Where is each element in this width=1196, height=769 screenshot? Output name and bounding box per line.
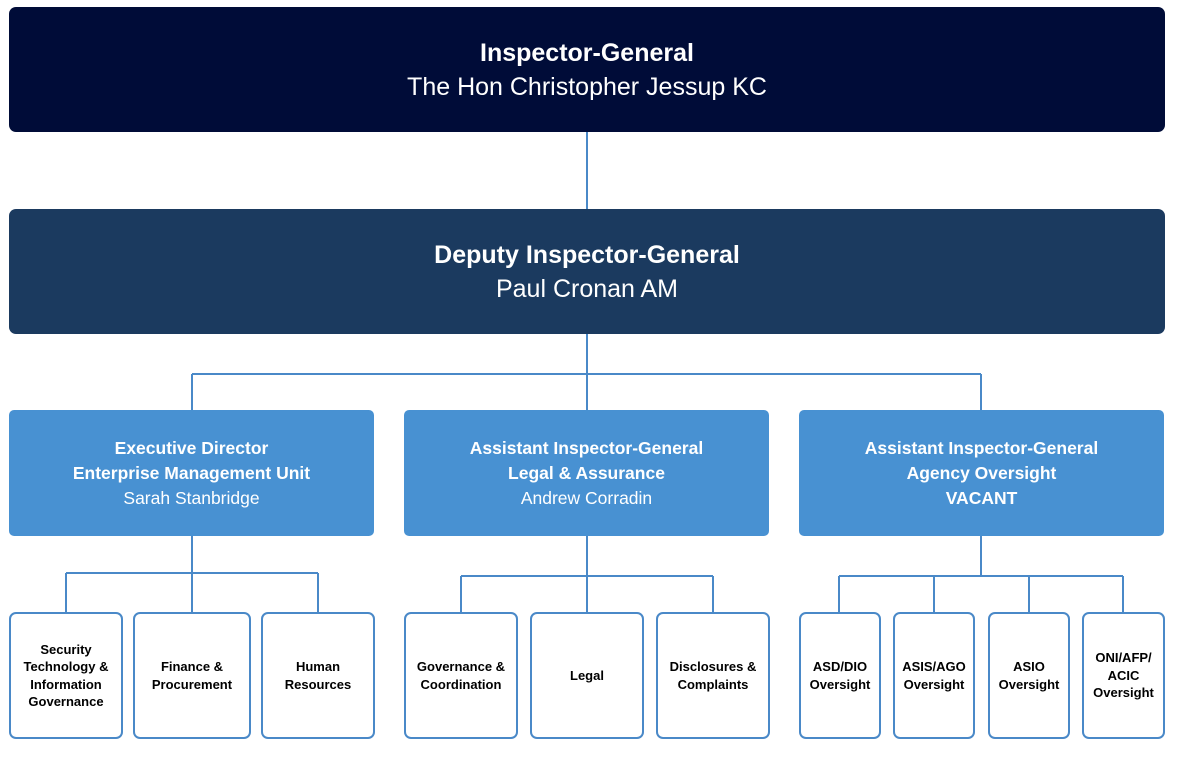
division-agency-oversight-box: Assistant Inspector-General Agency Overs… <box>799 410 1164 536</box>
unit-label-line: Coordination <box>420 676 502 692</box>
unit-label-line: ACIC <box>1107 667 1140 683</box>
unit-label-line: Security <box>40 641 92 657</box>
unit-label-line: Oversight <box>998 676 1060 692</box>
division-head-name: Sarah Stanbridge <box>123 487 260 508</box>
unit-disclosures-complaints: Disclosures & Complaints <box>656 612 770 739</box>
inspector-general-title: Inspector-General <box>480 38 694 67</box>
unit-label-line: ASIO <box>1013 659 1045 674</box>
deputy-name: Paul Cronan AM <box>495 274 679 303</box>
unit-governance-coordination: Governance & Coordination <box>404 612 518 739</box>
unit-oni-afp-acic-oversight: ONI/AFP/ ACIC Oversight <box>1082 612 1165 739</box>
unit-label-line: Oversight <box>809 676 871 692</box>
unit-label-line: Technology & <box>23 659 109 674</box>
unit-label-line: ASIS/AGO <box>902 659 966 674</box>
division-head-name: Andrew Corradin <box>520 487 653 508</box>
unit-label-line: ASD/DIO <box>812 659 868 674</box>
unit-label-line: Procurement <box>151 676 233 692</box>
unit-label-line: ONI/AFP/ <box>1095 650 1152 666</box>
division-title-line1: Executive Director <box>114 437 269 458</box>
deputy-inspector-general-box: Deputy Inspector-General Paul Cronan AM <box>9 209 1165 334</box>
unit-label-line: Legal <box>570 667 604 683</box>
division-title-line1: Assistant Inspector-General <box>469 437 704 458</box>
division-head-name: VACANT <box>945 487 1018 508</box>
unit-label-line: Information <box>30 676 102 692</box>
unit-label-line: Governance & <box>416 659 506 674</box>
unit-legal: Legal <box>530 612 644 739</box>
division-enterprise-management-box: Executive Director Enterprise Management… <box>9 410 374 536</box>
unit-human-resources: Human Resources <box>261 612 375 739</box>
unit-label-line: Human <box>295 659 341 674</box>
unit-label-line: Governance <box>28 694 104 709</box>
unit-label-line: Oversight <box>1093 685 1154 701</box>
unit-asio-oversight: ASIO Oversight <box>988 612 1070 739</box>
unit-label-line: Finance & <box>160 659 224 674</box>
unit-security-technology-information-governance: Security Technology & Information Govern… <box>9 612 123 739</box>
inspector-general-box: Inspector-General The Hon Christopher Je… <box>9 7 1165 132</box>
unit-label-line: Oversight <box>903 676 965 692</box>
inspector-general-name: The Hon Christopher Jessup KC <box>407 72 767 101</box>
unit-finance-procurement: Finance & Procurement <box>133 612 251 739</box>
unit-asd-dio-oversight: ASD/DIO Oversight <box>799 612 881 739</box>
division-title-line1: Assistant Inspector-General <box>864 437 1099 458</box>
unit-asis-ago-oversight: ASIS/AGO Oversight <box>893 612 975 739</box>
division-legal-assurance-box: Assistant Inspector-General Legal & Assu… <box>404 410 769 536</box>
deputy-title: Deputy Inspector-General <box>434 240 740 269</box>
unit-label-line: Complaints <box>677 676 749 692</box>
division-title-line2: Legal & Assurance <box>508 462 665 483</box>
division-title-line2: Enterprise Management Unit <box>72 462 311 483</box>
division-title-line2: Agency Oversight <box>906 462 1057 483</box>
unit-label-line: Disclosures & <box>669 659 757 674</box>
unit-label-line: Resources <box>284 676 352 692</box>
